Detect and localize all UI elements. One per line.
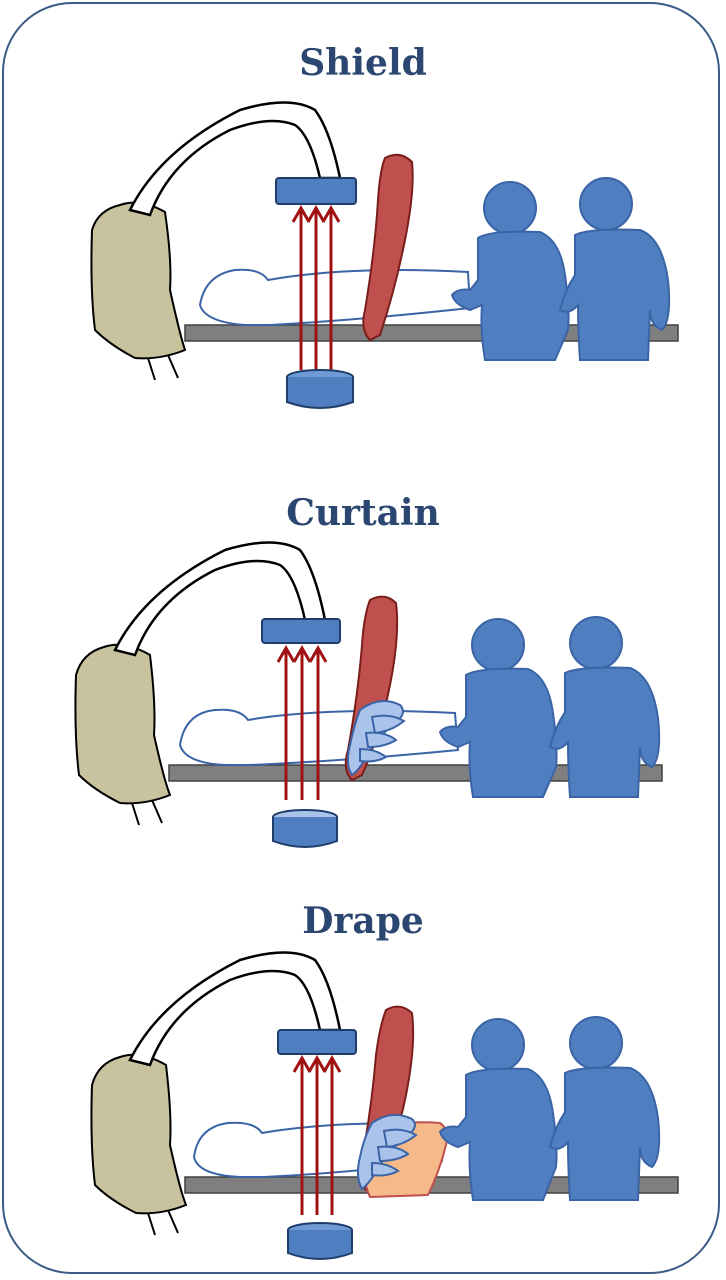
x-ray-emitter-icon [277, 1029, 357, 1055]
panel-title-curtain: Curtain [286, 492, 440, 534]
staff-person-icon [548, 616, 661, 798]
panel-title-drape: Drape [302, 900, 424, 942]
panel-curtain [0, 535, 726, 865]
shield-scene [90, 101, 679, 409]
lead-shield-icon [362, 153, 414, 342]
staff-person-icon [438, 1018, 558, 1201]
lead-curtain-icon [356, 1113, 418, 1191]
staff-person-icon [438, 618, 558, 798]
staff-person-icon [450, 181, 570, 361]
c-arm-base-icon [74, 643, 172, 805]
detector-icon [287, 1230, 353, 1260]
x-ray-emitter-icon [261, 618, 341, 644]
c-arm-base-icon [90, 201, 187, 360]
curtain-scene [74, 541, 663, 848]
detector-icon [272, 817, 338, 848]
patient-icon [198, 268, 472, 326]
staff-person-icon [558, 177, 671, 361]
panel-title-shield: Shield [299, 42, 427, 84]
panel-drape [0, 945, 726, 1275]
x-ray-beam-icon [291, 204, 341, 370]
x-ray-beam-icon [292, 1054, 342, 1215]
detector-icon [286, 377, 354, 409]
panel-shield [0, 90, 726, 420]
lead-curtain-icon [346, 700, 406, 777]
staff-person-icon [548, 1016, 661, 1201]
x-ray-emitter-icon [275, 177, 357, 205]
c-arm-base-icon [90, 1053, 188, 1215]
drape-scene [90, 951, 679, 1260]
x-ray-beam-icon [276, 644, 328, 800]
